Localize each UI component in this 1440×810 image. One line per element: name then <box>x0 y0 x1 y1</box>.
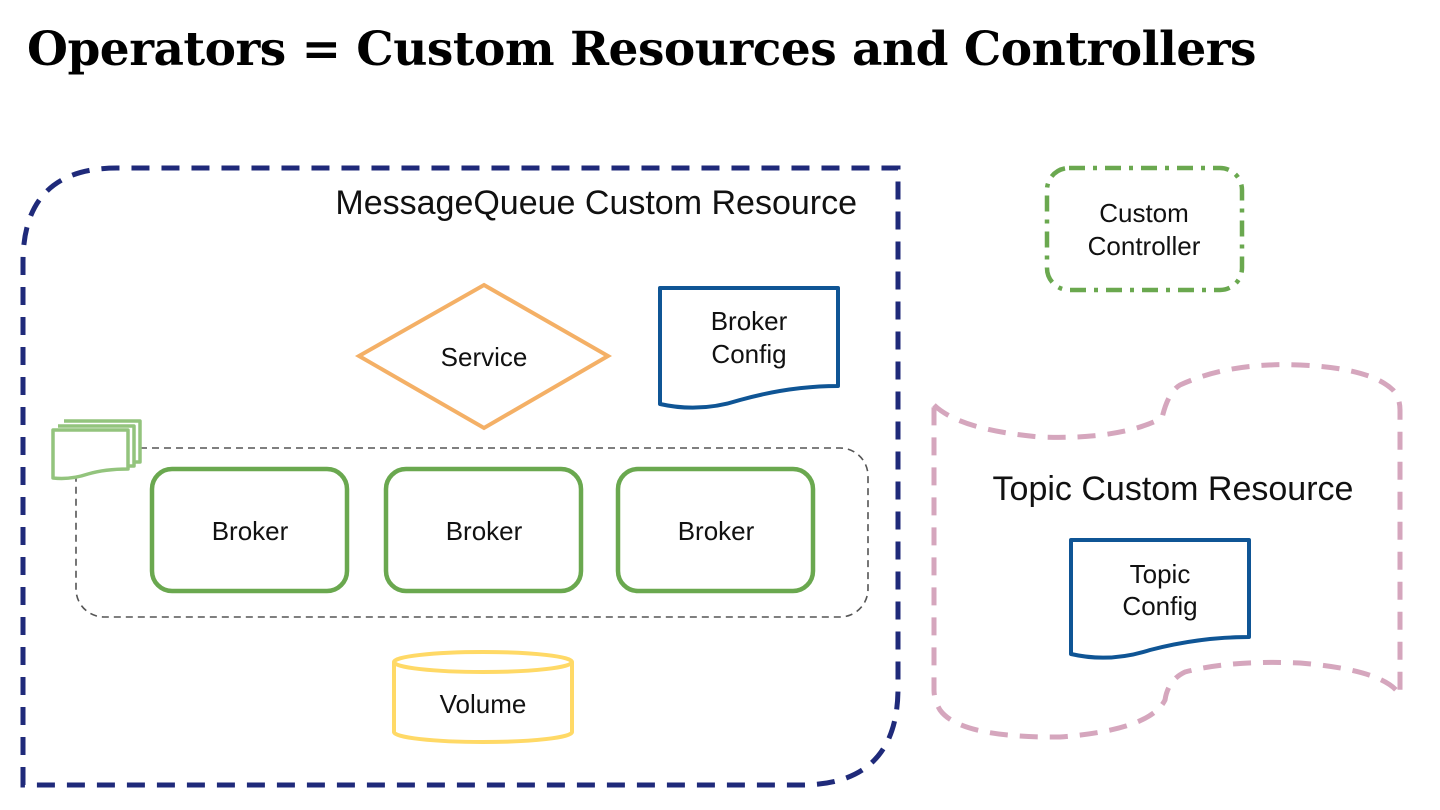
volume-label: Volume <box>440 689 527 719</box>
broker-box <box>149 466 350 594</box>
volume-cylinder-icon <box>392 662 574 744</box>
topic-resource-border <box>931 362 1403 740</box>
service-node[interactable]: Service <box>354 282 613 431</box>
custom-controller-label-line1: Custom <box>1099 198 1189 228</box>
broker-label: Broker <box>678 516 755 546</box>
custom-controller-node[interactable]: Custom Controller <box>1044 165 1245 293</box>
broker-config-label-line1: Broker <box>711 306 788 336</box>
broker-node[interactable]: Broker <box>615 466 816 594</box>
topic-config-document-icon <box>1069 538 1251 660</box>
broker-config-label-line2: Config <box>711 339 786 369</box>
custom-controller-border <box>1044 165 1245 293</box>
topic-config-label-line2: Config <box>1122 591 1197 621</box>
message-queue-custom-resource: MessageQueue Custom Resource <box>20 165 901 788</box>
topic-resource-label: Topic Custom Resource <box>993 470 1354 508</box>
broker-label: Broker <box>212 516 289 546</box>
broker-node[interactable]: Broker <box>149 466 350 594</box>
broker-label: Broker <box>446 516 523 546</box>
broker-config-document-icon <box>658 286 840 410</box>
topic-custom-resource: Topic Custom Resource <box>931 362 1403 740</box>
broker-box <box>383 466 584 594</box>
topic-config-node[interactable]: Topic Config <box>1069 538 1251 660</box>
broker-box <box>615 466 816 594</box>
page-title: Operators = Custom Resources and Control… <box>27 22 1257 77</box>
custom-controller-label-line2: Controller <box>1088 231 1201 261</box>
broker-node[interactable]: Broker <box>383 466 584 594</box>
topic-config-label-line1: Topic <box>1130 559 1191 589</box>
service-label: Service <box>441 342 528 372</box>
message-queue-label: MessageQueue Custom Resource <box>335 184 857 222</box>
volume-node[interactable]: Volume <box>392 650 574 744</box>
broker-config-node[interactable]: Broker Config <box>658 286 840 410</box>
pod-stack-icon <box>51 419 142 481</box>
message-queue-border <box>20 165 901 788</box>
service-diamond <box>354 282 613 431</box>
